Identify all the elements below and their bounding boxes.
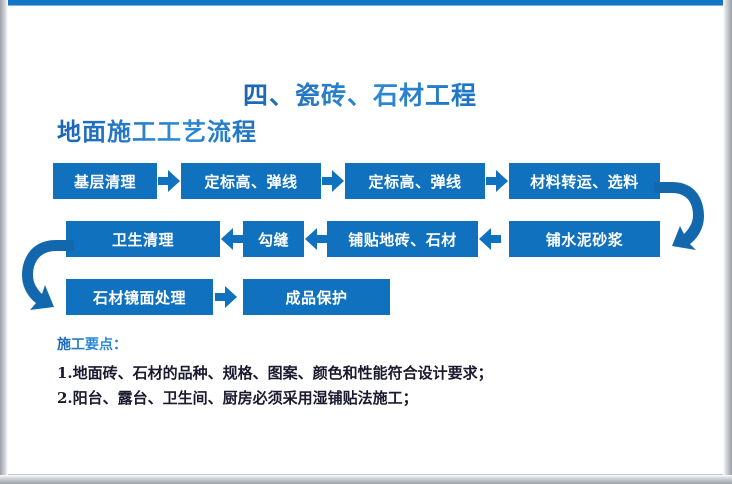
arrow-left-icon [305, 228, 327, 250]
slide-bottom-edge [0, 475, 732, 484]
node-goufeng[interactable]: 勾缝 [243, 221, 304, 257]
arrow-right-icon [215, 286, 237, 308]
node-dingbiaogao-1[interactable]: 定标高、弹线 [181, 163, 321, 199]
node-pushuinisha[interactable]: 铺水泥砂浆 [509, 221, 660, 257]
page-subtitle: 地面施工工艺流程 [57, 112, 257, 147]
node-cailiaozhuanyun[interactable]: 材料转运、选料 [509, 163, 660, 199]
arrow-right-icon [158, 170, 180, 192]
arrow-curve-left-icon [14, 234, 76, 312]
notes-heading: 施工要点： [57, 334, 127, 354]
node-label: 成品保护 [285, 288, 348, 307]
page-title: 四、瓷砖、石材工程 [243, 76, 477, 112]
node-dingbiaogao-2[interactable]: 定标高、弹线 [345, 163, 485, 199]
arrow-curve-right-icon [652, 176, 712, 252]
node-label: 铺水泥砂浆 [545, 230, 624, 249]
slide-top-accent-bar [8, 0, 723, 5]
notes-line-1: 1.地面砖、石材的品种、规格、图案、颜色和性能符合设计要求； [57, 364, 493, 382]
arrow-right-icon [322, 170, 344, 192]
node-label: 石材镜面处理 [92, 288, 186, 307]
arrow-left-icon [479, 228, 501, 250]
slide-bottom-rule [8, 474, 723, 475]
slide-right-edge [723, 0, 732, 484]
node-label: 定标高、弹线 [204, 172, 298, 191]
node-label: 定标高、弹线 [368, 172, 462, 191]
arrow-right-icon [486, 170, 508, 192]
node-label: 勾缝 [257, 230, 289, 249]
node-label: 卫生清理 [111, 230, 174, 249]
node-putiedizhuan[interactable]: 铺贴地砖、石材 [327, 221, 478, 257]
node-label: 铺贴地砖、石材 [348, 230, 457, 249]
node-label: 基层清理 [73, 172, 136, 191]
node-shicaijingmian[interactable]: 石材镜面处理 [66, 279, 213, 315]
node-weishengqingli[interactable]: 卫生清理 [66, 221, 220, 257]
arrow-left-icon [221, 228, 243, 250]
notes-line-2: 2.阳台、露台、卫生间、厨房必须采用湿铺贴法施工； [57, 389, 418, 407]
node-jicengqingli[interactable]: 基层清理 [53, 163, 157, 199]
slide-left-edge [0, 0, 8, 484]
node-chengpinbaohu[interactable]: 成品保护 [243, 279, 390, 315]
slide-top-accent-underline [8, 5, 723, 6]
node-label: 材料转运、选料 [530, 172, 639, 191]
